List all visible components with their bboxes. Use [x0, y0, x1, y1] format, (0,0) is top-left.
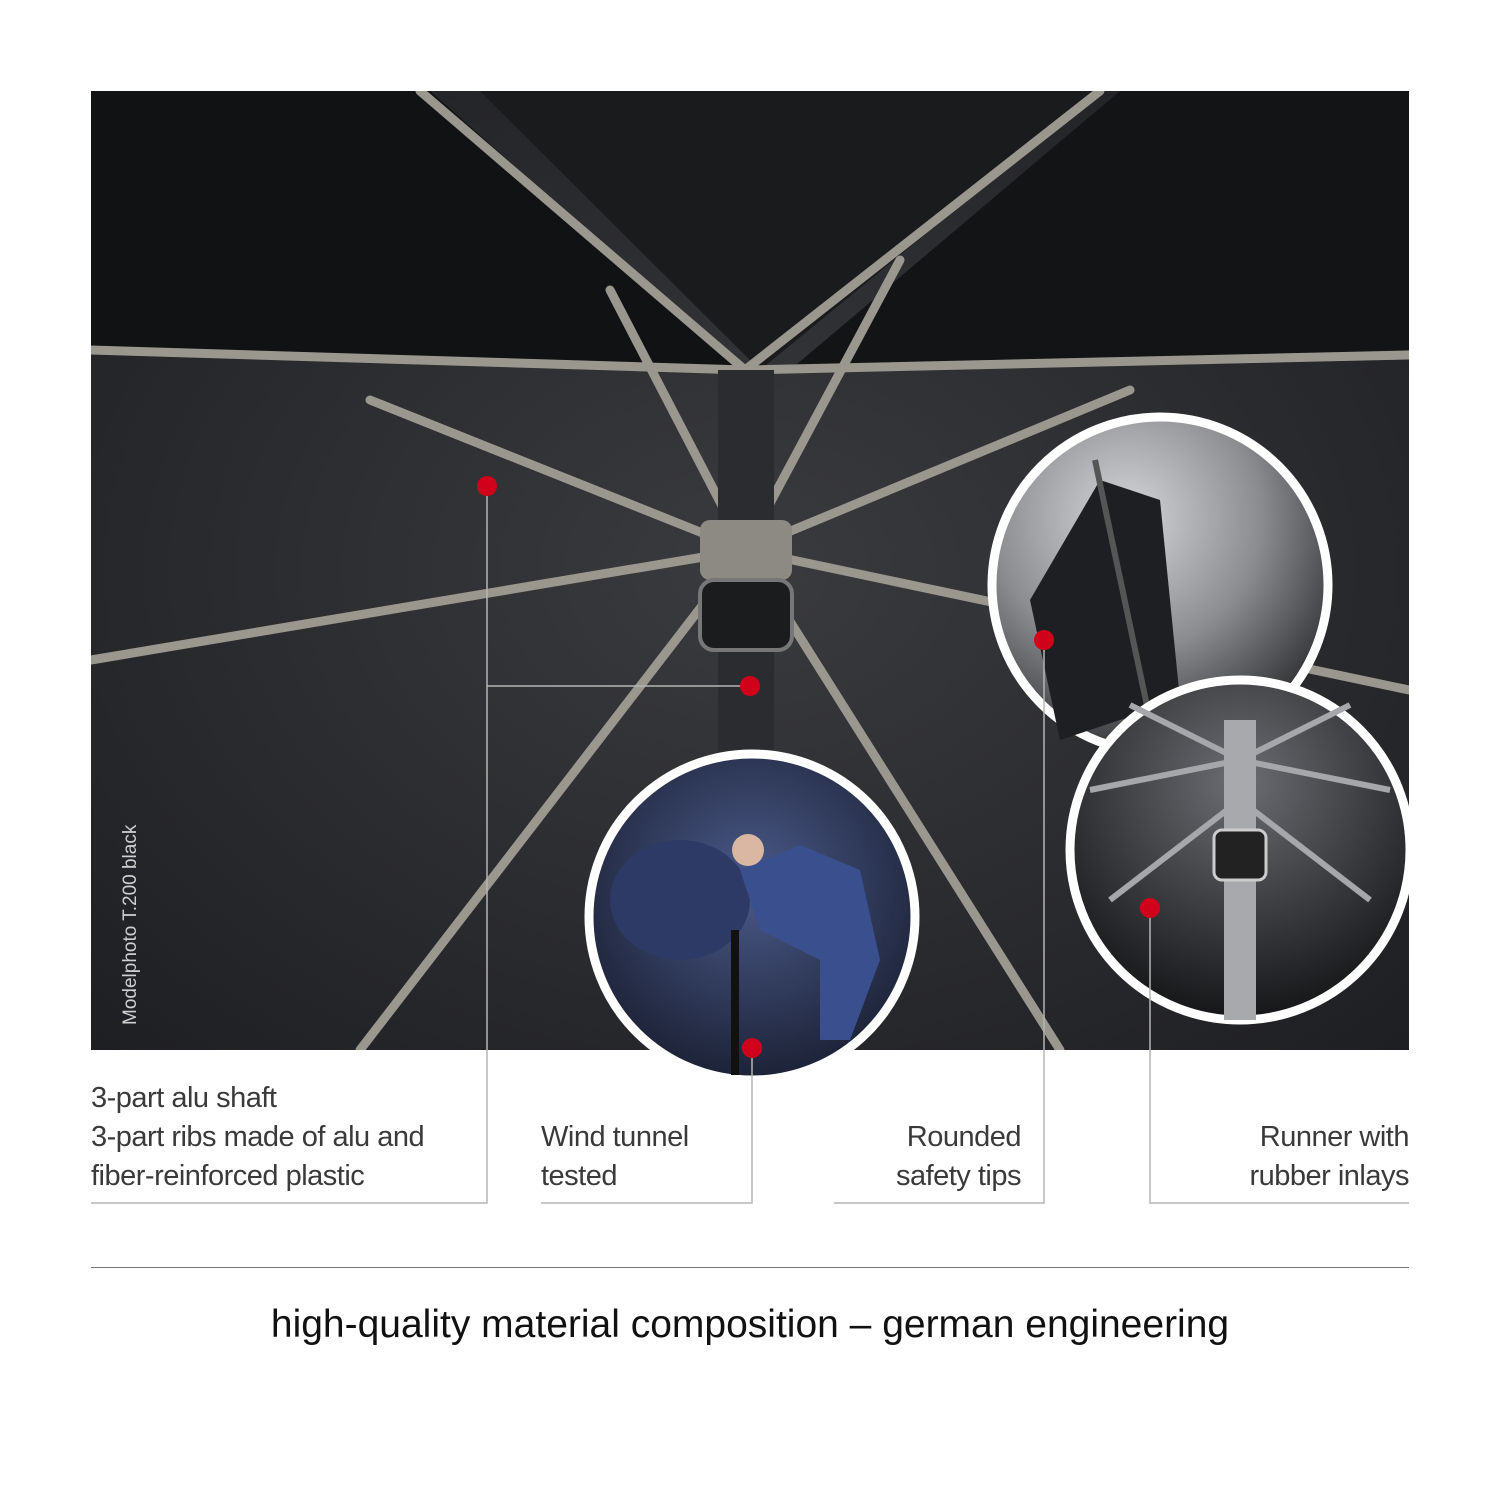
- model-photo-caption: Modelphoto T.200 black: [120, 824, 141, 1025]
- feature-safety-tips: Rounded safety tips: [895, 1118, 1022, 1196]
- hotspot-dots: [477, 476, 1160, 1058]
- hotspot-runner: [1140, 898, 1160, 918]
- feature-shaft-ribs: 3-part alu shaft 3-part ribs made of alu…: [91, 1079, 425, 1196]
- leader-lines: [91, 486, 1409, 1204]
- feature-line: tested: [541, 1160, 617, 1192]
- safety-tips-inset: [987, 412, 1333, 758]
- hotspot-wind-tunnel: [742, 1038, 762, 1058]
- hotspot-safety-tips: [1034, 630, 1054, 650]
- wind-tunnel-inset: [584, 749, 920, 1085]
- feature-line: Wind tunnel: [541, 1121, 689, 1153]
- divider: [91, 1267, 1409, 1268]
- feature-line: rubber inlays: [1249, 1160, 1409, 1192]
- feature-line: safety tips: [895, 1160, 1022, 1192]
- feature-line: 3-part alu shaft: [91, 1082, 277, 1114]
- feature-runner: Runner with rubber inlays: [1249, 1118, 1409, 1196]
- feature-line: 3-part ribs made of alu and: [91, 1121, 425, 1153]
- hotspot-ribs: [477, 476, 497, 496]
- hotspot-shaft: [740, 676, 760, 696]
- feature-line: fiber-reinforced plastic: [91, 1160, 365, 1192]
- feature-wind-tunnel: Wind tunnel tested: [541, 1118, 689, 1196]
- feature-line: Rounded: [906, 1121, 1022, 1153]
- tagline: high-quality material composition – germ…: [270, 1303, 1230, 1346]
- runner-inset: [1065, 675, 1415, 1025]
- feature-line: Runner with: [1259, 1121, 1410, 1153]
